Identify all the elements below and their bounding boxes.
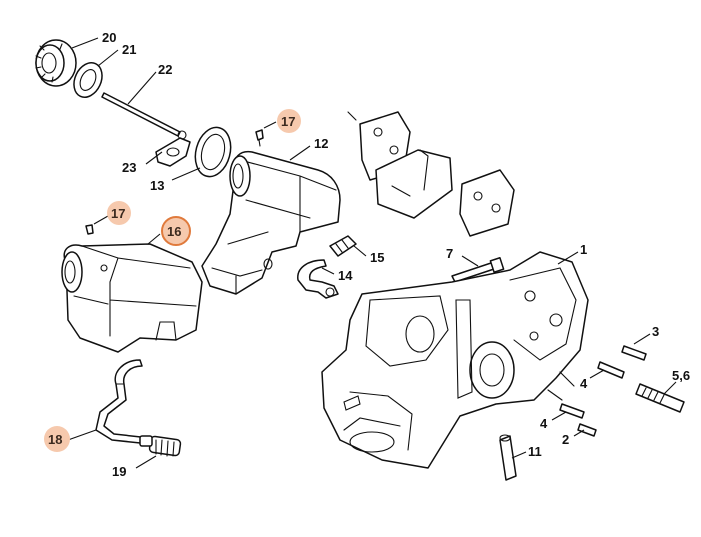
badge-17-lower [107, 201, 131, 225]
cover-plate-lower[interactable] [459, 169, 515, 237]
callout-12[interactable]: 12 [314, 136, 328, 151]
callout-14[interactable]: 14 [338, 268, 353, 283]
callout-15[interactable]: 15 [370, 250, 384, 265]
part-22-rod[interactable] [101, 92, 187, 140]
part-21-washer[interactable] [69, 58, 108, 102]
badge-18 [44, 426, 70, 452]
cover-plate-middle[interactable] [375, 149, 453, 219]
part-17-screw-upper[interactable] [255, 129, 264, 147]
callout-17-lower[interactable]: 17 [111, 206, 125, 221]
callout-11[interactable]: 11 [528, 444, 542, 459]
badge-17-upper [277, 109, 301, 133]
part-5-6-stud[interactable] [635, 383, 685, 413]
callout-4-upper[interactable]: 4 [580, 376, 588, 391]
highlight-badges [44, 109, 301, 452]
part-17-screw-lower[interactable] [85, 224, 94, 235]
part-2-pin[interactable] [577, 423, 597, 437]
callout-23[interactable]: 23 [122, 160, 136, 175]
callout-7[interactable]: 7 [446, 246, 453, 261]
callout-18[interactable]: 18 [48, 432, 62, 447]
part-19-fuel-filter[interactable] [139, 435, 182, 457]
callout-labels: 20 21 22 17 12 23 13 17 16 15 14 7 1 3 4… [48, 30, 690, 479]
callout-19[interactable]: 19 [112, 464, 126, 479]
leader-lines [67, 37, 677, 469]
callout-5-6[interactable]: 5,6 [672, 368, 690, 383]
part-4-pin-upper[interactable] [597, 361, 625, 379]
callout-13[interactable]: 13 [150, 178, 164, 193]
part-20-knob[interactable] [35, 39, 77, 87]
callout-16[interactable]: 16 [167, 224, 181, 239]
part-4-pin-lower[interactable] [559, 403, 585, 419]
callout-1[interactable]: 1 [580, 242, 587, 257]
callout-3[interactable]: 3 [652, 324, 659, 339]
part-13-gasket[interactable] [190, 123, 236, 180]
callout-2[interactable]: 2 [562, 432, 569, 447]
callout-4-lower[interactable]: 4 [540, 416, 548, 431]
callout-22[interactable]: 22 [158, 62, 172, 77]
part-11-sleeve[interactable] [499, 434, 517, 481]
callout-21[interactable]: 21 [122, 42, 136, 57]
part-1-crankcase[interactable] [321, 251, 589, 469]
part-16-tank-housing[interactable] [61, 243, 203, 353]
badge-16 [161, 216, 191, 246]
part-15-fitting[interactable] [329, 235, 357, 257]
part-7-bolt[interactable] [451, 256, 505, 283]
part-18-fuel-hose[interactable] [95, 359, 151, 445]
part-12-tank-housing[interactable] [201, 150, 341, 295]
part-14-hose[interactable] [297, 259, 339, 299]
part-23-lever[interactable] [155, 137, 191, 167]
callout-20[interactable]: 20 [102, 30, 116, 45]
part-3-pin[interactable] [621, 345, 647, 361]
callout-17-upper[interactable]: 17 [281, 114, 295, 129]
